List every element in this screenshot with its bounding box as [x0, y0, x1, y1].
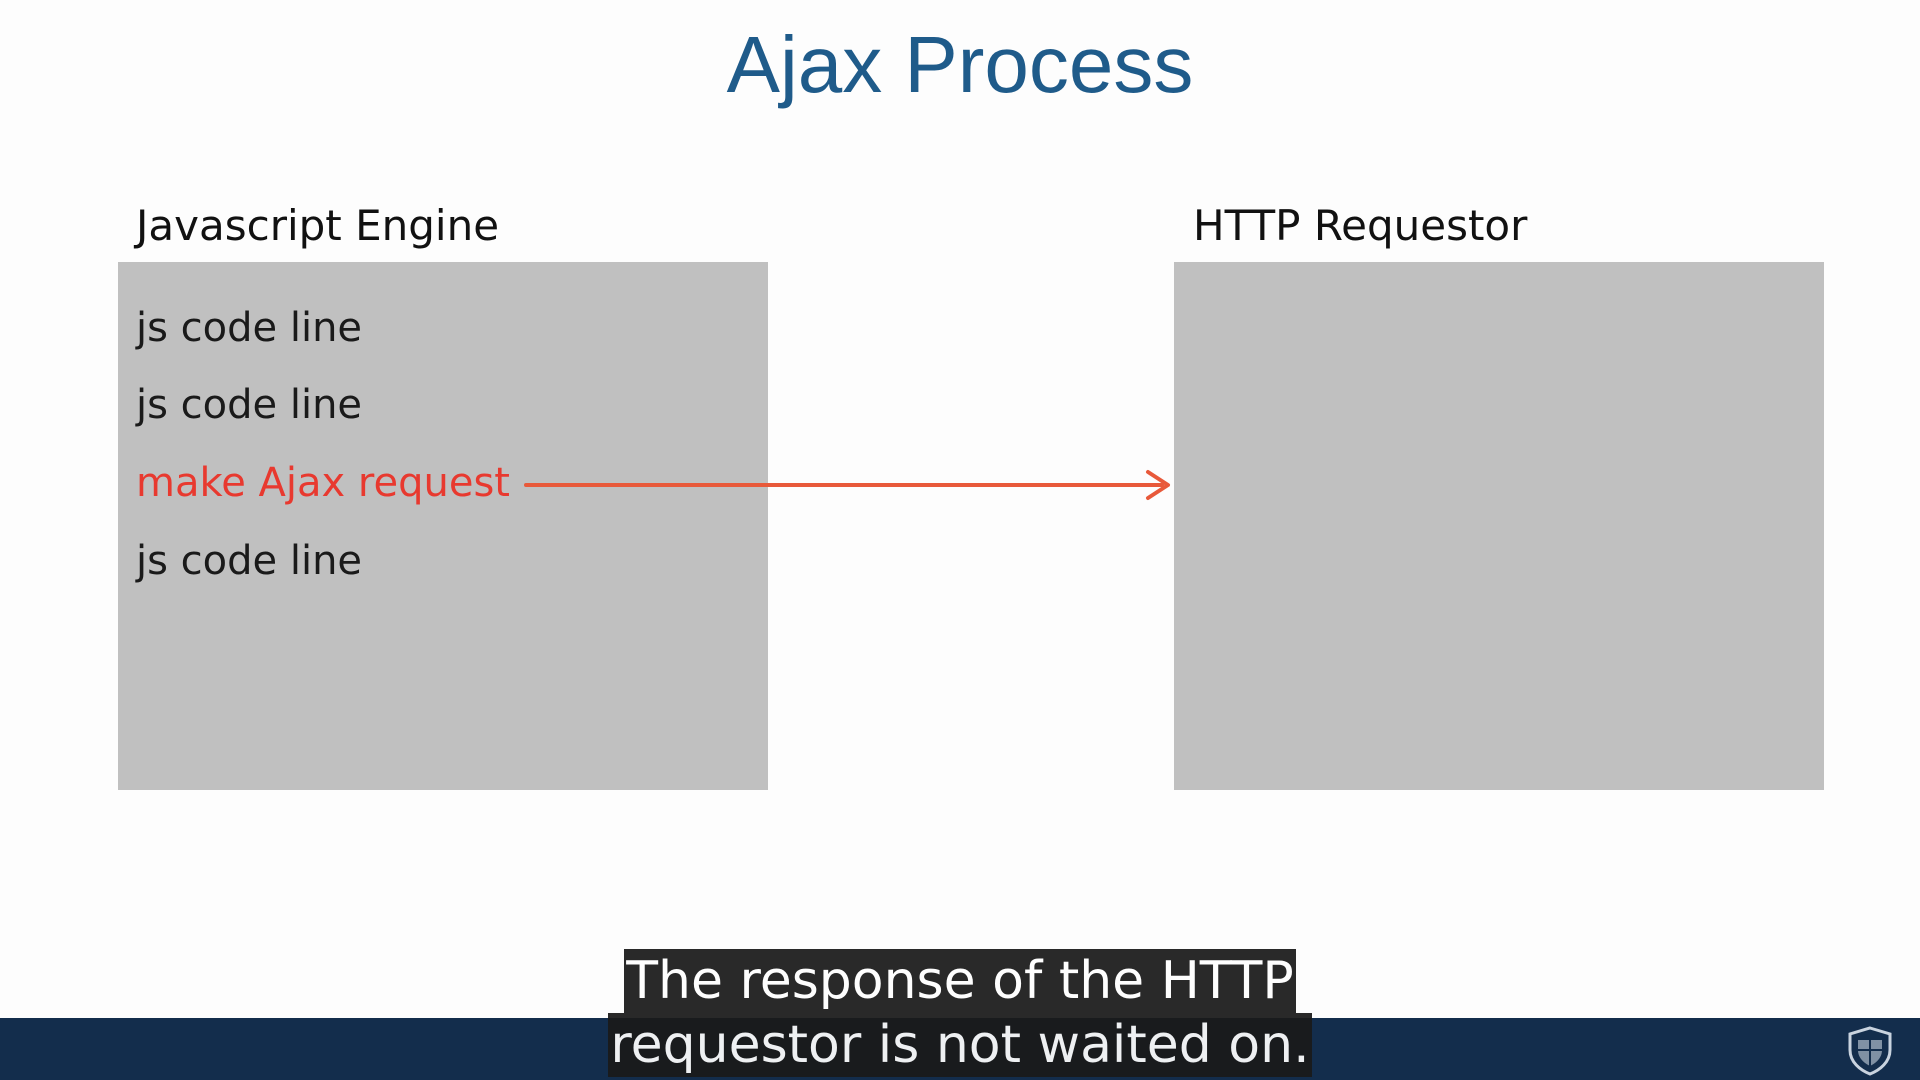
- code-line-1: js code line: [136, 305, 363, 351]
- ajax-request-line: make Ajax request: [136, 460, 510, 506]
- http-requestor-label: HTTP Requestor: [1193, 201, 1528, 250]
- code-line-2: js code line: [136, 382, 363, 428]
- shield-icon: [1848, 1026, 1892, 1076]
- caption-line-2: requestor is not waited on.: [608, 1013, 1312, 1077]
- js-engine-label: Javascript Engine: [136, 201, 500, 250]
- js-engine-panel: [118, 262, 768, 790]
- code-line-4: js code line: [136, 538, 363, 584]
- http-requestor-panel: [1174, 262, 1824, 790]
- slide-title: Ajax Process: [726, 20, 1194, 109]
- caption-line-1: The response of the HTTP: [624, 949, 1296, 1013]
- subtitle-caption: The response of the HTTP requestor is no…: [0, 949, 1920, 1077]
